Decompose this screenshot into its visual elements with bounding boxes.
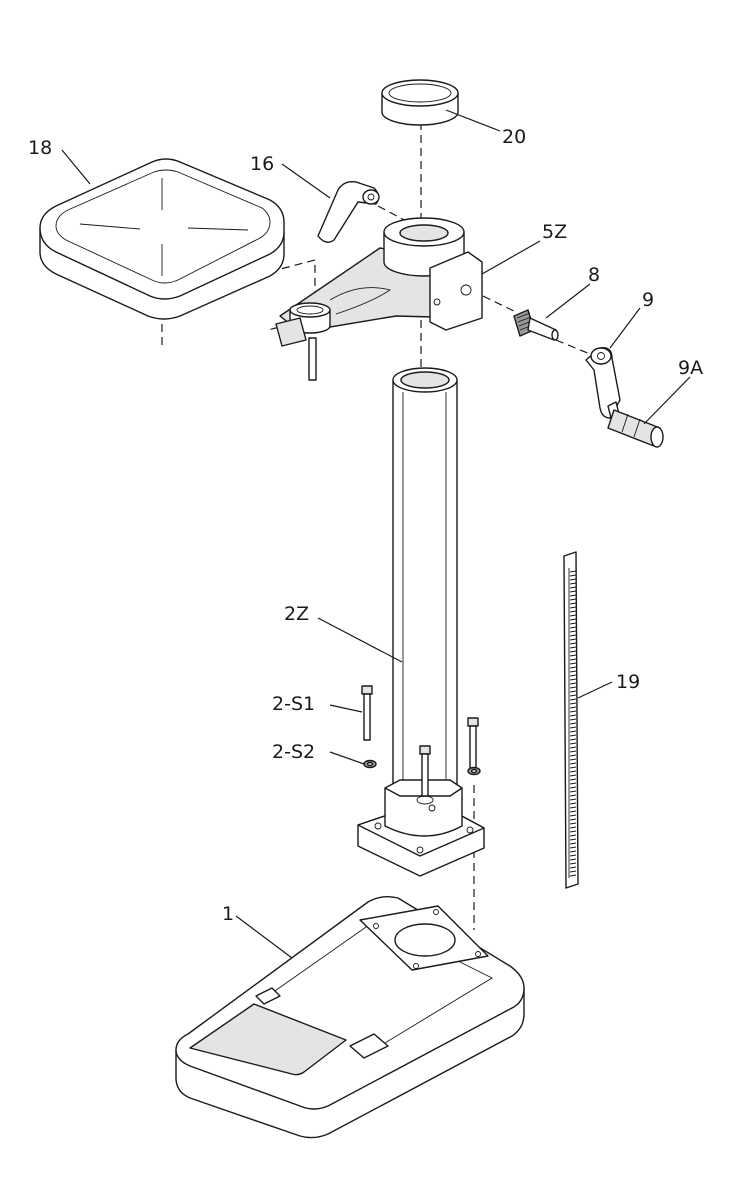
label-5z: 5Z [542, 221, 567, 243]
label-2-s2: 2-S2 [272, 741, 315, 763]
label-2-s1: 2-S1 [272, 693, 315, 715]
label-8: 8 [588, 264, 600, 286]
rack-teeth [569, 570, 577, 877]
part-8-worm-shaft [513, 309, 559, 341]
part-9a-knob [607, 409, 664, 448]
label-9a: 9A [678, 357, 703, 379]
washers-2-s2 [363, 759, 481, 776]
label-9: 9 [642, 289, 654, 311]
part-5z-table-arm [275, 217, 483, 381]
part-18-table [39, 158, 285, 320]
part-16-lever [317, 180, 380, 243]
part-1-base [175, 895, 525, 1139]
label-2z: 2Z [284, 603, 309, 625]
label-19: 19 [616, 671, 640, 693]
part-20-collar [381, 79, 459, 126]
leader-lines [61, 109, 691, 959]
label-1: 1 [222, 903, 234, 925]
label-16: 16 [250, 153, 274, 175]
part-labels: 18 16 20 5Z 8 9 9A 2Z 19 2-S1 2-S2 1 [28, 126, 703, 925]
part-2z-column [392, 367, 458, 819]
label-18: 18 [28, 137, 52, 159]
label-20: 20 [502, 126, 526, 148]
part-19-rack [563, 551, 579, 889]
column-flange [357, 779, 485, 877]
